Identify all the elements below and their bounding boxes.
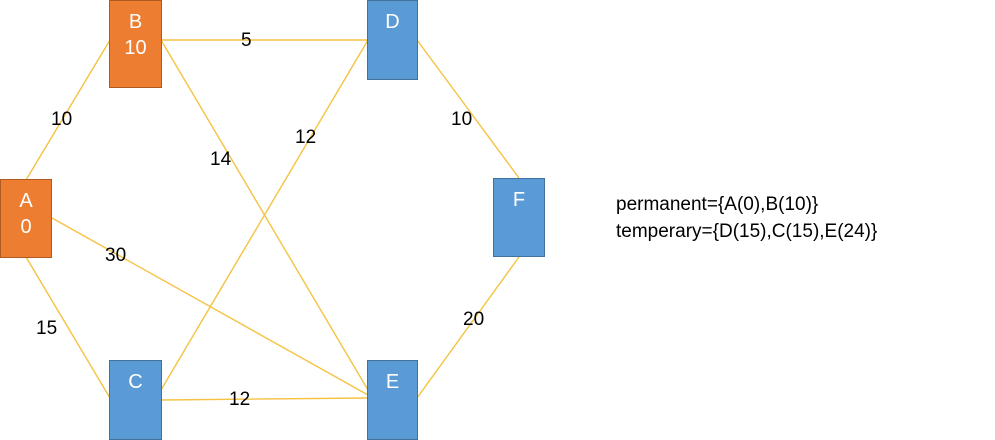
node-c[interactable]: C: [109, 360, 162, 440]
node-e[interactable]: E: [367, 360, 418, 440]
weight-c-d: 12: [295, 127, 317, 148]
edge-a-b: [25, 39, 111, 181]
node-a[interactable]: A 0: [0, 179, 52, 258]
weight-f-e: 20: [463, 309, 485, 330]
node-e-name: E: [385, 371, 400, 393]
weight-a-e: 30: [105, 245, 127, 266]
node-b[interactable]: B 10: [109, 0, 162, 88]
edge-c-d: [160, 39, 369, 391]
weight-c-e: 12: [229, 389, 251, 410]
weight-a-c: 15: [36, 318, 58, 339]
node-d[interactable]: D: [367, 0, 418, 80]
edge-a-c: [25, 256, 111, 399]
weight-b-e: 14: [210, 149, 232, 170]
node-d-name: D: [385, 11, 400, 33]
node-c-name: C: [128, 371, 143, 393]
edge-a-e: [51, 217, 369, 396]
node-b-name: B: [128, 11, 143, 33]
weight-a-b: 10: [51, 109, 73, 130]
node-f-name: F: [512, 189, 526, 211]
node-b-value: 10: [124, 37, 147, 59]
edge-c-e: [160, 397, 369, 401]
node-a-name: A: [19, 190, 33, 212]
permanent-set: permanent={A(0),B(10)}: [616, 194, 819, 215]
sets-info: permanent={A(0),B(10)} temperary={D(15),…: [616, 191, 877, 245]
edge-f-e: [416, 256, 520, 399]
weight-b-d: 5: [241, 30, 252, 51]
weight-d-f: 10: [451, 109, 473, 130]
node-f[interactable]: F: [493, 178, 545, 257]
node-a-value: 0: [20, 216, 32, 238]
edge-d-f: [416, 39, 520, 179]
temporary-set: temperary={D(15),C(15),E(24)}: [616, 221, 878, 242]
